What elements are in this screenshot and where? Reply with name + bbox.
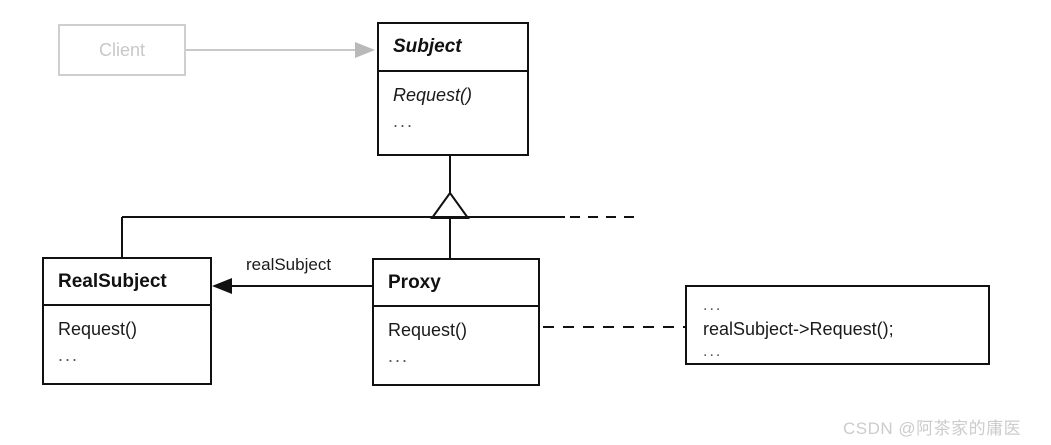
class-name-proxy: Proxy [388,271,441,293]
class-box-proxy[interactable]: Proxy Request() ... [372,258,540,386]
member-proxy-request: Request() [388,320,468,340]
class-name-realsubject: RealSubject [58,270,167,292]
member-subject-request: Request() [393,85,473,105]
member-realsubject-request: Request() [58,319,138,339]
member-proxy-ellipsis: ... [388,346,410,367]
note-line-3: ... [703,342,723,360]
class-name-client: Client [98,39,146,60]
class-header-client: Client [60,26,184,74]
class-header-subject: Subject [379,24,527,72]
note-line-2: realSubject->Request(); [703,318,894,339]
class-box-client[interactable]: Client [58,24,186,76]
class-members-realsubject: Request() ... [44,306,210,368]
class-members-proxy: Request() ... [374,307,538,369]
note-line-1: ... [703,297,723,314]
edge-label-realsubject: realSubject [246,255,332,274]
class-members-subject: Request() ... [379,72,527,134]
class-header-proxy: Proxy [374,260,538,307]
watermark-text: CSDN @阿茶家的庸医 [843,419,1022,438]
class-name-subject: Subject [393,36,462,57]
member-subject-ellipsis: ... [393,111,415,132]
class-header-realsubject: RealSubject [44,259,210,306]
class-box-subject[interactable]: Subject Request() ... [377,22,529,156]
note-box[interactable]: ... realSubject->Request(); ... [685,285,990,365]
class-box-realsubject[interactable]: RealSubject Request() ... [42,257,212,385]
member-realsubject-ellipsis: ... [58,345,80,366]
